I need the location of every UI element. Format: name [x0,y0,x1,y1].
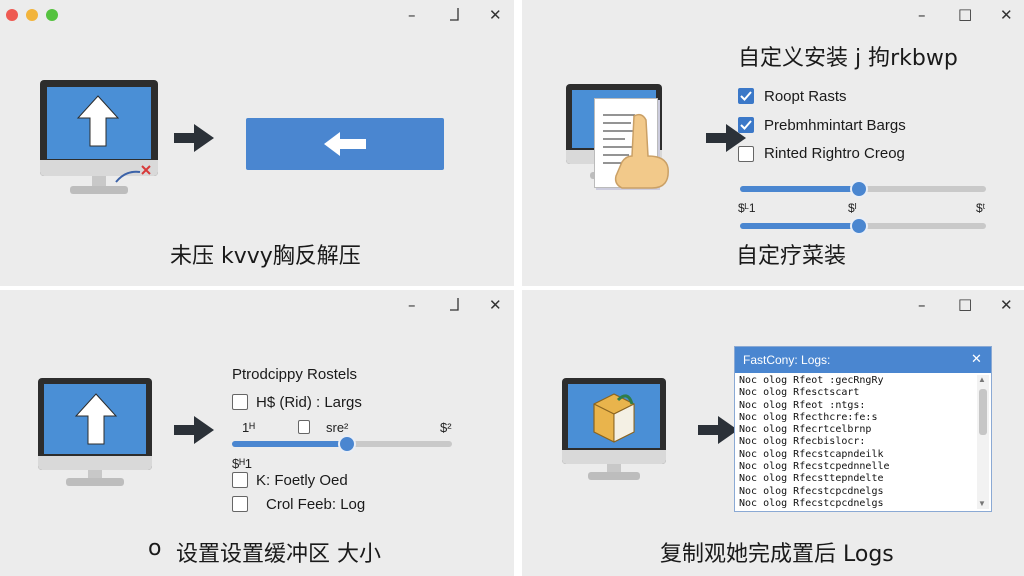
close-icon[interactable]: ✕ [489,6,502,24]
minimize-icon[interactable]: – [408,296,416,314]
minimize-icon[interactable]: – [918,296,926,314]
checkbox-option-1[interactable] [738,88,754,104]
log-window-title: FastCony: Logs: [743,353,831,367]
option-1-label: H$ (Rid) : Largs [256,394,362,411]
log-line: Noc olog Rfecstcapndeilk [739,448,884,460]
log-line: Noc olog Rfecrtcelbrnp [739,424,872,436]
tick-left: 1ᴴ [242,420,255,435]
option-1-label: Roopt Rasts [764,88,847,105]
log-line: Noc olog Rfesctscart [739,387,860,399]
panel-extract: – ✕ 未压 kvvy胸反解压 [0,0,514,286]
panel-copy-logs: – □ ✕ FastCony: Logs: ✕ Noc olog Rfeot :… [522,290,1024,576]
checkbox-small[interactable] [298,420,310,434]
close-icon[interactable]: ✕ [489,296,502,314]
option-3-label: Rinted Rightro Creog [764,145,905,162]
log-line: Noc olog Rfecstcpcdnelgs [739,497,884,509]
minimize-icon[interactable]: – [918,6,926,24]
scrollbar[interactable]: ▲ ▼ [977,375,989,509]
checkbox-option-2[interactable] [738,117,754,133]
option-2-label: Prebmhmintart Bargs [764,117,906,134]
settings-heading: Ptrodcippy Rostels [232,366,358,383]
log-window: FastCony: Logs: ✕ Noc olog Rfeot :gecRng… [734,346,992,512]
buffer-slider-knob[interactable] [338,435,356,453]
tick-mid: sre² [326,420,349,435]
caption: 复制观她完成置后 Logs [660,542,894,567]
arrow-left-icon [324,132,366,156]
package-icon [593,393,635,443]
scroll-up-icon[interactable]: ▲ [978,375,986,384]
panel-custom-install: – □ ✕ 自定义安装 j 拘rkbwp Roopt Rasts Prebmhm… [522,0,1024,286]
log-line: Noc olog Rfeot :gecRngRy [739,375,884,386]
tick-right: $ᵗ [976,201,986,215]
maximize-icon[interactable]: □ [958,5,973,23]
arrow-right-icon [706,124,746,152]
option-2-label: K: Foetly Oed [256,472,348,489]
zoom-dot[interactable] [46,9,58,21]
minimize-dot[interactable] [26,9,38,21]
maximize-icon[interactable]: □ [958,295,973,313]
checkbox-option-3[interactable] [738,146,754,162]
upload-arrow-icon [76,95,120,147]
checkbox-option-1[interactable] [232,394,248,410]
upload-arrow-icon [74,393,118,445]
tick-left: $ᴸ1 [738,201,756,215]
tick-right: $² [440,420,452,435]
maximize-icon[interactable] [448,298,460,315]
log-line: Noc olog Rfeot :ntgs: [739,399,866,411]
close-icon[interactable]: ✕ [971,352,982,367]
caption: 未压 kvvy胸反解压 [170,244,361,269]
buffer-slider-fill [232,441,346,447]
log-line: Noc olog Rfecstcpednnelle [739,461,890,473]
arrow-right-icon [174,124,214,152]
tick-mid: $ᴵ [848,201,857,215]
scroll-down-icon[interactable]: ▼ [978,499,986,508]
log-line: Noc olog Rfecthcre:fe:s [739,411,878,423]
log-line: Noc olog Rfecbislocr: [739,436,866,448]
log-line: Noc olog Rfecstcpcdnelgs [739,485,884,497]
close-dot[interactable] [6,9,18,21]
hand-pointer-icon [614,113,669,189]
value-label: $ᴴ1 [232,456,253,471]
close-icon[interactable]: ✕ [1000,296,1013,314]
dialog-title: 自定义安装 j 拘rkbwp [738,46,958,71]
arrow-right-icon [698,416,738,444]
scrollbar-thumb[interactable] [979,389,987,435]
option-3-label: Crol Feeb: Log [266,496,366,513]
close-icon[interactable]: ✕ [1000,6,1013,24]
log-line: Noc olog Rfecsttepndelte [739,473,884,485]
caption-bullet: o [148,536,162,561]
caption: 设置设置缓冲区 大小 [176,542,381,567]
maximize-icon[interactable] [448,8,460,25]
slider-2-fill [740,223,860,229]
extract-progress-bar [246,118,444,170]
pointer-icon [115,165,151,183]
slider-2-knob[interactable] [850,217,868,235]
panel-buffer-size: – ✕ Ptrodcippy Rostels H$ (Rid) : Largs … [0,290,514,576]
log-window-titlebar: FastCony: Logs: ✕ [735,347,991,373]
slider-1-fill [740,186,860,192]
slider-1-knob[interactable] [850,180,868,198]
minimize-icon[interactable]: – [408,6,416,24]
checkbox-option-3[interactable] [232,496,248,512]
arrow-right-icon [174,416,214,444]
caption: 自定疗菜装 [736,244,847,269]
checkbox-option-2[interactable] [232,472,248,488]
